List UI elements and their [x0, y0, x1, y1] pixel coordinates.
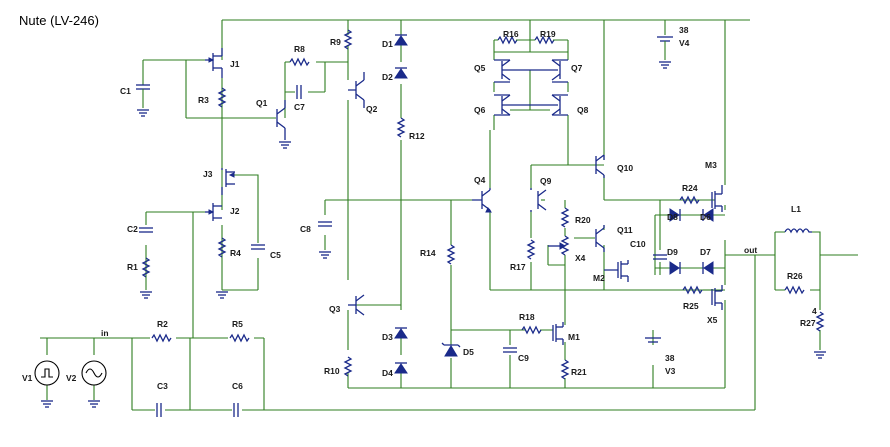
label-C8: C8 [300, 224, 311, 234]
components [34, 29, 827, 418]
label-D9: D9 [667, 247, 678, 257]
label-R2: R2 [157, 319, 168, 329]
label-D7: D7 [700, 247, 711, 257]
label-M2: M2 [593, 273, 605, 283]
label-X4: X4 [575, 253, 586, 263]
label-Q1: Q1 [256, 98, 268, 108]
label-X5: X5 [707, 315, 718, 325]
label-D3: D3 [382, 332, 393, 342]
label-D8: D8 [667, 212, 678, 222]
label-C9: C9 [518, 353, 529, 363]
label-C7: C7 [294, 102, 305, 112]
wires [40, 19, 858, 411]
label-out: out [744, 245, 757, 255]
label-D2: D2 [382, 72, 393, 82]
label-C6: C6 [232, 381, 243, 391]
label-R24: R24 [682, 183, 698, 193]
label-R16: R16 [503, 29, 519, 39]
label-C1: C1 [120, 86, 131, 96]
label-in: in [101, 328, 109, 338]
label-M3: M3 [705, 160, 717, 170]
label-V4-value: 38 [679, 25, 689, 35]
label-D4: D4 [382, 368, 393, 378]
label-R27-value: 4 [812, 306, 817, 316]
label-R18: R18 [519, 312, 535, 322]
label-D6: D6 [700, 212, 711, 222]
label-R10: R10 [324, 366, 340, 376]
component-labels: J1 R8 R9 D1 D2 R16 R19 38 V4 C1 R3 Q1 C7… [22, 25, 817, 391]
label-Q11: Q11 [617, 225, 633, 235]
label-Q2: Q2 [366, 104, 378, 114]
label-Q4: Q4 [474, 175, 486, 185]
label-V3-value: 38 [665, 353, 675, 363]
schematic-title: Nute (LV-246) [19, 13, 99, 28]
label-C2: C2 [127, 224, 138, 234]
label-R14: R14 [420, 248, 436, 258]
label-D1: D1 [382, 39, 393, 49]
label-Q7: Q7 [571, 63, 583, 73]
label-R25: R25 [683, 301, 699, 311]
label-R26: R26 [787, 271, 803, 281]
label-C3: C3 [157, 381, 168, 391]
label-R19: R19 [540, 29, 556, 39]
label-R9: R9 [330, 37, 341, 47]
label-J1: J1 [230, 59, 240, 69]
label-Q6: Q6 [474, 105, 486, 115]
label-R3: R3 [198, 95, 209, 105]
label-C5: C5 [270, 250, 281, 260]
label-Q10: Q10 [617, 163, 633, 173]
label-Q8: Q8 [577, 105, 589, 115]
label-Q9: Q9 [540, 176, 552, 186]
label-V3: V3 [665, 366, 676, 376]
label-Q3: Q3 [329, 304, 341, 314]
label-R4: R4 [230, 248, 241, 258]
label-L1: L1 [791, 204, 801, 214]
label-V4: V4 [679, 38, 690, 48]
label-Q5: Q5 [474, 63, 486, 73]
label-R17: R17 [510, 262, 526, 272]
label-V1: V1 [22, 373, 33, 383]
label-D5: D5 [463, 347, 474, 357]
label-J3: J3 [203, 169, 213, 179]
label-J2: J2 [230, 206, 240, 216]
label-V2: V2 [66, 373, 77, 383]
label-R5: R5 [232, 319, 243, 329]
label-R1: R1 [127, 262, 138, 272]
label-R12: R12 [409, 131, 425, 141]
label-R20: R20 [575, 215, 591, 225]
label-R27: R27 [800, 318, 816, 328]
label-R8: R8 [294, 44, 305, 54]
label-M1: M1 [568, 332, 580, 342]
label-R21: R21 [571, 367, 587, 377]
label-C10: C10 [630, 239, 646, 249]
